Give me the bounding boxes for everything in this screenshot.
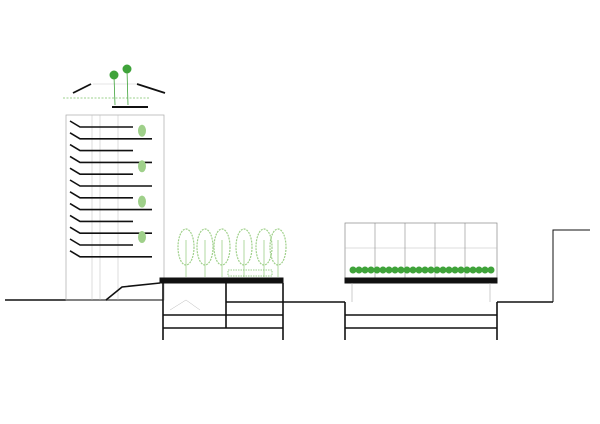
tree [196, 228, 214, 277]
floor-slab [69, 143, 133, 152]
greenhouse-basement [344, 302, 498, 340]
crop-plant [445, 266, 453, 274]
crop-plant [361, 266, 369, 274]
floor-slab [69, 195, 152, 211]
balcony-plant-icon [138, 160, 146, 173]
entrance-ramp [105, 282, 161, 301]
crop-plant [469, 266, 477, 274]
crop-plant [427, 266, 435, 274]
crop-plant [379, 266, 387, 274]
podium-basement [159, 277, 284, 340]
floor-slab [69, 120, 133, 128]
crop-plant [463, 266, 471, 274]
floor-slab [69, 191, 133, 199]
greenhouse [344, 222, 498, 302]
floor-slab [69, 231, 146, 246]
balcony-plant-icon [138, 124, 146, 137]
crop-plant [367, 266, 375, 274]
crop-plant [457, 266, 465, 274]
crop-plant [397, 266, 405, 274]
tree [177, 228, 195, 277]
crop-plant [433, 266, 441, 274]
floor-slab [69, 160, 146, 175]
balcony-plant-icon [138, 195, 146, 208]
tree [255, 228, 273, 277]
crop-plant [355, 266, 363, 274]
park-trees [177, 228, 287, 277]
crop-plant [451, 266, 459, 274]
crop-plant [415, 266, 423, 274]
crop-plant [391, 266, 399, 274]
crop-plant [409, 266, 417, 274]
crop-plant [349, 266, 357, 274]
ground-line [5, 229, 590, 303]
crop-plant [475, 266, 483, 274]
crop-plant [487, 266, 495, 274]
floor-slab [69, 226, 152, 234]
floor-slab [69, 155, 152, 164]
greenhouse-crops [349, 266, 495, 274]
tree [213, 228, 231, 277]
floor-slab [69, 250, 152, 258]
crop-plant [439, 266, 447, 274]
crop-plant [385, 266, 393, 274]
crop-plant [403, 266, 411, 274]
tower-building [63, 83, 166, 301]
floor-slab [69, 179, 152, 187]
crop-plant [373, 266, 381, 274]
balcony-plant-icon [138, 231, 146, 243]
crop-plant [481, 266, 489, 274]
crop-plant [421, 266, 429, 274]
tower-floor-slabs [69, 120, 152, 258]
floor-slab [69, 214, 133, 223]
hedge-planting [227, 269, 273, 277]
tree [235, 228, 253, 277]
tree [269, 228, 287, 277]
floor-slab [69, 124, 152, 140]
rooftop-palm-trees [109, 64, 132, 106]
